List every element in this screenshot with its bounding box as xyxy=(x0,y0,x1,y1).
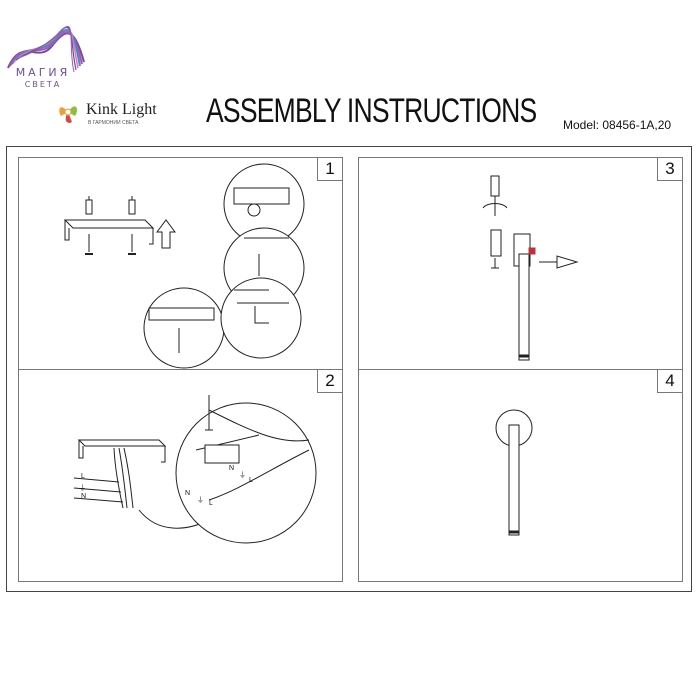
terminal-label-n: N xyxy=(185,490,191,497)
zoom-label-l: L xyxy=(249,477,253,484)
step-1-panel: 1 xyxy=(18,157,343,370)
step-4-number: 4 xyxy=(657,370,682,393)
kink-light-brand: Kink Light xyxy=(86,101,157,118)
wire-label-l: L xyxy=(81,473,85,480)
model-label: Model: 08456-1A,20 xyxy=(563,118,672,132)
kink-light-tagline: В ГАРМОНИИ СВЕТА xyxy=(88,120,139,126)
magia-logo-subword: СВЕТА xyxy=(24,80,62,89)
zoom-label-earth: ⏚ xyxy=(239,472,246,479)
terminal-label-earth: ⏚ xyxy=(197,497,204,504)
document-title: ASSEMBLY INSTRUCTIONS xyxy=(206,92,537,130)
step-4-panel: 4 xyxy=(358,369,683,582)
kink-light-logo-icon xyxy=(59,106,78,123)
wire-label-earth: ⏚ xyxy=(79,485,86,492)
step-3-panel: 3 xyxy=(358,157,683,370)
step-3-number: 3 xyxy=(657,158,682,181)
magia-logo-word: МАГИЯ xyxy=(15,66,71,79)
zoom-label-n: N xyxy=(229,465,235,472)
step-1-number: 1 xyxy=(317,158,342,181)
step-2-number: 2 xyxy=(317,370,342,393)
step-2-illustration xyxy=(73,395,317,544)
magia-sveta-logo xyxy=(7,26,85,73)
terminal-label-l: L xyxy=(209,500,213,507)
step-1-illustration xyxy=(63,163,305,369)
step-3-illustration xyxy=(482,175,579,361)
instructions-frame xyxy=(6,146,692,592)
step-4-illustration xyxy=(495,409,533,536)
wire-label-n: N xyxy=(81,493,87,500)
step-2-panel: 2 L ⏚ N N ⏚ L N ⏚ L xyxy=(18,369,343,582)
